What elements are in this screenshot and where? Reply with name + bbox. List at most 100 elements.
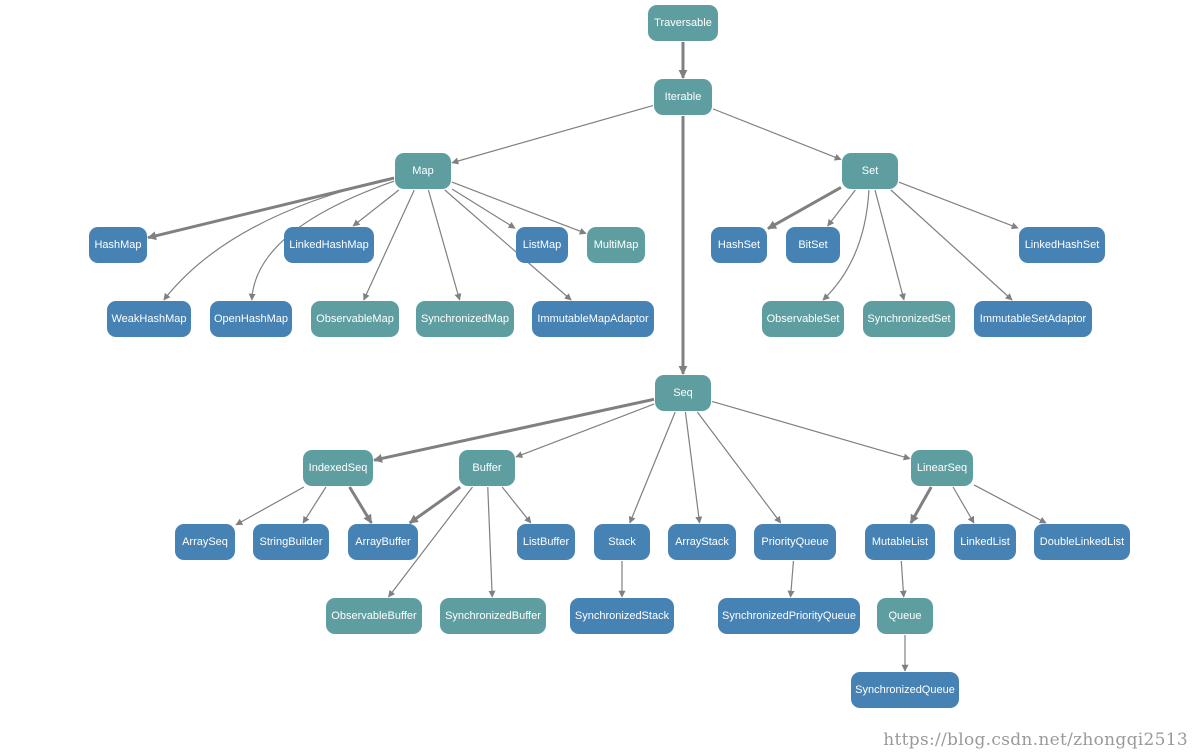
node-box-queue [877, 598, 933, 634]
node-box-seq [655, 375, 711, 411]
node-priorityqueue: PriorityQueue [754, 524, 836, 560]
edge-map-to-weakhashmap [163, 177, 395, 301]
node-linkedhashset: LinkedHashSet [1019, 227, 1105, 263]
edge-mutablelist-to-queue [899, 560, 907, 598]
node-label-set: Set [862, 165, 879, 177]
node-synchronizedmap: SynchronizedMap [416, 301, 514, 337]
node-stringbuilder: StringBuilder [253, 524, 329, 560]
edge-map-to-observablemap [363, 189, 415, 301]
node-label-immutablesetadaptor: ImmutableSetAdaptor [980, 313, 1087, 325]
edges-layer [147, 42, 1047, 672]
node-label-arraybuffer: ArrayBuffer [355, 536, 411, 548]
node-label-synchronizedbuffer: SynchronizedBuffer [445, 610, 541, 622]
node-label-buffer: Buffer [472, 462, 501, 474]
node-box-arraystack [668, 524, 736, 560]
node-label-linkedhashmap: LinkedHashMap [289, 239, 369, 251]
node-synchronizedset: SynchronizedSet [863, 301, 955, 337]
edge-priorityqueue-to-synchronizedpriorityqueue [787, 560, 795, 598]
node-box-stringbuilder [253, 524, 329, 560]
node-listmap: ListMap [516, 227, 568, 263]
node-box-openhashmap [210, 301, 292, 337]
edge-buffer-to-synchronizedbuffer [487, 486, 496, 598]
node-seq: Seq [655, 375, 711, 411]
node-label-linkedhashset: LinkedHashSet [1025, 239, 1100, 251]
node-box-linearseq [911, 450, 973, 486]
node-box-immutablemapadaptor [532, 301, 654, 337]
node-label-multimap: MultiMap [594, 239, 639, 251]
node-box-linkedhashmap [284, 227, 374, 263]
node-synchronizedqueue: SynchronizedQueue [851, 672, 959, 708]
node-linkedlist: LinkedList [954, 524, 1016, 560]
node-buffer: Buffer [459, 450, 515, 486]
edge-buffer-to-arraybuffer [408, 485, 462, 525]
node-label-priorityqueue: PriorityQueue [761, 536, 828, 548]
edge-seq-to-priorityqueue [696, 411, 782, 524]
node-box-hashset [711, 227, 767, 263]
node-box-immutablesetadaptor [974, 301, 1092, 337]
edge-indexedseq-to-arraybuffer [348, 486, 373, 524]
node-box-synchronizedpriorityqueue [718, 598, 860, 634]
node-label-observablemap: ObservableMap [316, 313, 394, 325]
node-box-multimap [587, 227, 645, 263]
node-label-openhashmap: OpenHashMap [214, 313, 288, 325]
node-box-mutablelist [865, 524, 935, 560]
node-indexedseq: IndexedSeq [303, 450, 373, 486]
node-linkedhashmap: LinkedHashMap [284, 227, 374, 263]
node-synchronizedbuffer: SynchronizedBuffer [440, 598, 546, 634]
edge-set-to-observableset [822, 189, 870, 301]
node-label-observablebuffer: ObservableBuffer [331, 610, 417, 622]
edge-set-to-bitset [827, 189, 856, 227]
node-box-traversable [648, 5, 718, 41]
node-label-stringbuilder: StringBuilder [260, 536, 323, 548]
edge-seq-to-linearseq [711, 400, 911, 461]
edge-map-to-multimap [451, 181, 587, 235]
node-multimap: MultiMap [587, 227, 645, 263]
node-label-synchronizedset: SynchronizedSet [867, 313, 950, 325]
node-box-arraybuffer [348, 524, 418, 560]
edge-set-to-linkedhashset [898, 181, 1019, 230]
node-label-map: Map [412, 165, 433, 177]
node-observableset: ObservableSet [762, 301, 844, 337]
edge-linearseq-to-doublelinkedlist [973, 484, 1047, 524]
edge-iterable-to-map [451, 104, 654, 165]
node-box-weakhashmap [107, 301, 191, 337]
edge-set-to-synchronizedset [874, 189, 906, 301]
node-label-bitset: BitSet [798, 239, 827, 251]
node-label-immutablemapadaptor: ImmutableMapAdaptor [537, 313, 649, 325]
node-hashmap: HashMap [89, 227, 147, 263]
node-box-buffer [459, 450, 515, 486]
node-weakhashmap: WeakHashMap [107, 301, 191, 337]
node-box-observablebuffer [326, 598, 422, 634]
edge-buffer-to-observablebuffer [388, 486, 473, 598]
node-label-synchronizedmap: SynchronizedMap [421, 313, 509, 325]
node-label-indexedseq: IndexedSeq [309, 462, 368, 474]
node-hashset: HashSet [711, 227, 767, 263]
node-label-weakhashmap: WeakHashMap [112, 313, 187, 325]
node-label-linearseq: LinearSeq [917, 462, 967, 474]
node-label-seq: Seq [673, 387, 693, 399]
node-box-priorityqueue [754, 524, 836, 560]
node-openhashmap: OpenHashMap [210, 301, 292, 337]
edge-seq-to-stack [628, 411, 676, 524]
node-mutablelist: MutableList [865, 524, 935, 560]
node-box-indexedseq [303, 450, 373, 486]
node-box-map [395, 153, 451, 189]
node-box-synchronizedset [863, 301, 955, 337]
edge-linearseq-to-mutablelist [909, 486, 933, 524]
node-stack: Stack [594, 524, 650, 560]
edge-indexedseq-to-arrayseq [235, 486, 305, 526]
node-label-doublelinkedlist: DoubleLinkedList [1040, 536, 1124, 548]
node-synchronizedpriorityqueue: SynchronizedPriorityQueue [718, 598, 860, 634]
edge-map-to-listmap [451, 188, 516, 229]
node-label-synchronizedstack: SynchronizedStack [575, 610, 670, 622]
node-box-synchronizedmap [416, 301, 514, 337]
node-label-arrayseq: ArraySeq [182, 536, 228, 548]
node-label-arraystack: ArrayStack [675, 536, 729, 548]
node-label-mutablelist: MutableList [872, 536, 928, 548]
node-bitset: BitSet [786, 227, 840, 263]
node-label-listmap: ListMap [523, 239, 562, 251]
node-traversable: Traversable [648, 5, 718, 41]
edge-map-to-linkedhashmap [352, 189, 400, 227]
node-observablebuffer: ObservableBuffer [326, 598, 422, 634]
